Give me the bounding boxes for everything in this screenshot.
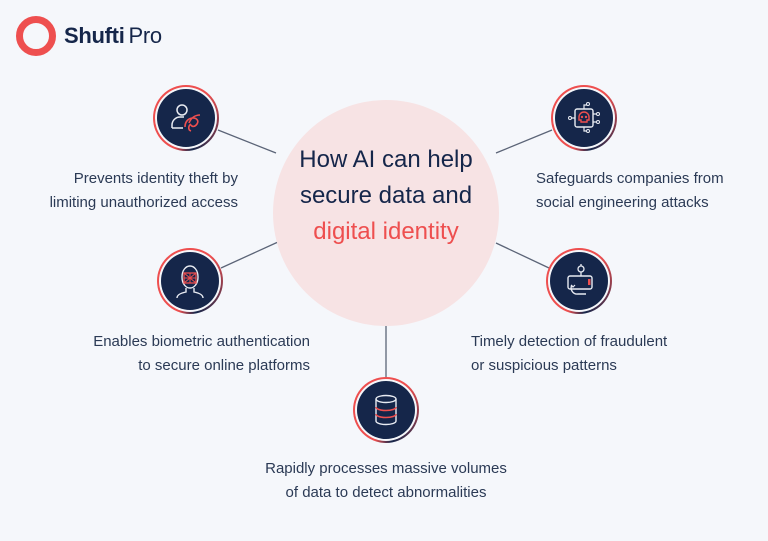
caption-line-2: of data to detect abnormalities xyxy=(285,484,487,501)
caption-line-2: to secure online platforms xyxy=(138,357,310,374)
connector-mid-right xyxy=(495,242,550,269)
caption-line-1: Rapidly processes massive volumes xyxy=(265,460,507,477)
caption-fraud-detection: Timely detection of fraudulent or suspic… xyxy=(471,330,667,378)
caption-biometric: Enables biometric authentication to secu… xyxy=(60,330,310,378)
node-biometric xyxy=(157,248,223,314)
node-fraud-detection xyxy=(546,248,612,314)
node-data-processing xyxy=(353,377,419,443)
caption-identity-theft: Prevents identity theft by limiting unau… xyxy=(40,167,238,215)
hub-title-line-3: digital identity xyxy=(313,218,459,245)
node-identity-theft xyxy=(153,85,219,151)
caption-line-1: Prevents identity theft by xyxy=(73,170,238,187)
caption-line-2: social engineering attacks xyxy=(536,194,709,211)
caption-line-2: limiting unauthorized access xyxy=(49,194,238,211)
caption-line-1: Enables biometric authentication xyxy=(93,333,310,350)
node-social-engineering xyxy=(551,85,617,151)
brand-name-regular: Pro xyxy=(128,23,163,48)
caption-data-processing: Rapidly processes massive volumes of dat… xyxy=(236,457,536,505)
caption-line-2: or suspicious patterns xyxy=(471,357,617,374)
connector-top-right xyxy=(495,129,553,154)
caption-line-1: Timely detection of fraudulent xyxy=(471,333,668,350)
hub-title-line-1: How AI can help xyxy=(299,146,473,173)
hub-title-line-2: secure data and xyxy=(299,182,473,209)
skull-chip-icon xyxy=(568,102,600,133)
hub-title: How AI can help secure data and digital … xyxy=(273,142,499,250)
hub-circle xyxy=(273,100,499,326)
user-fingerprint-icon xyxy=(171,104,201,132)
connector-top-left xyxy=(217,129,277,154)
detection-device-icon xyxy=(567,264,593,295)
logo-ring-icon xyxy=(16,16,56,56)
face-scan-icon xyxy=(176,265,204,299)
brand-name-bold: Shufti xyxy=(64,23,125,48)
connector-mid-left xyxy=(220,241,279,269)
caption-line-1: Safeguards companies from xyxy=(536,170,724,187)
caption-social-engineering: Safeguards companies from social enginee… xyxy=(536,167,724,215)
database-icon xyxy=(375,394,397,426)
